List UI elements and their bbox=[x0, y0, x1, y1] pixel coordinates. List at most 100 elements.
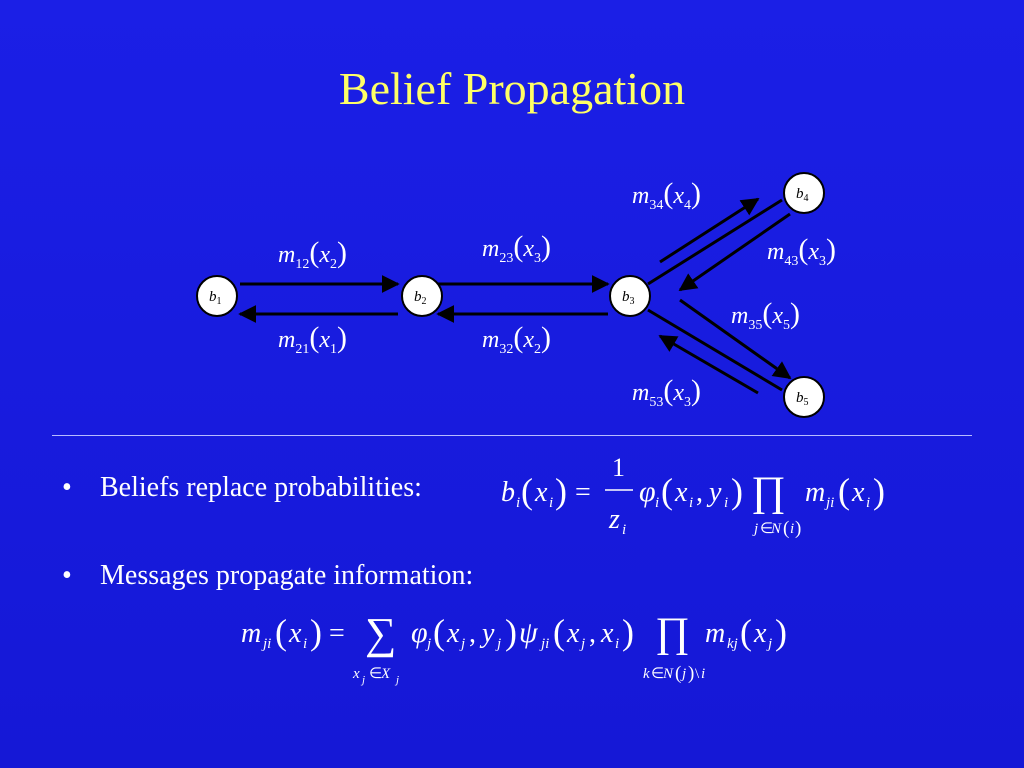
svg-text:m: m bbox=[705, 618, 725, 649]
bullet-beliefs: • Beliefs replace probabilities: bbox=[62, 472, 422, 504]
message-label-m53: m53(x3) bbox=[632, 374, 701, 410]
svg-text:i: i bbox=[549, 495, 553, 511]
svg-text:x: x bbox=[851, 477, 865, 508]
svg-text:): ) bbox=[622, 612, 634, 652]
svg-text:): ) bbox=[688, 663, 694, 684]
svg-text:x: x bbox=[534, 477, 548, 508]
svg-text:j: j bbox=[766, 636, 772, 652]
message-formula: m ji ( x i ) = ∑ x j ∈ X j φ j ( x j , y… bbox=[241, 609, 787, 686]
node-b4: b4 bbox=[783, 172, 825, 214]
svg-text:kj: kj bbox=[727, 636, 738, 652]
bullet-icon: • bbox=[62, 472, 72, 503]
svg-text:i: i bbox=[790, 521, 794, 537]
svg-text:X: X bbox=[380, 666, 391, 682]
edge-arrow-m53 bbox=[658, 334, 759, 395]
edge-line-b3-b5 bbox=[647, 308, 783, 392]
svg-text:): ) bbox=[555, 471, 567, 511]
message-label-m32: m32(x2) bbox=[482, 321, 551, 357]
svg-text:j: j bbox=[425, 636, 431, 652]
svg-text:,: , bbox=[469, 618, 476, 649]
svg-text:1: 1 bbox=[612, 453, 625, 482]
svg-text:j: j bbox=[360, 674, 365, 686]
svg-text:(: ( bbox=[675, 663, 681, 684]
message-label-m43: m43(x3) bbox=[767, 233, 836, 269]
svg-text:ji: ji bbox=[261, 636, 271, 652]
message-label-m35: m35(x5) bbox=[731, 297, 800, 333]
svg-text:y: y bbox=[479, 618, 495, 649]
svg-text:i: i bbox=[303, 636, 307, 652]
svg-text:x: x bbox=[288, 618, 302, 649]
svg-text:x: x bbox=[566, 618, 580, 649]
svg-text:(: ( bbox=[838, 471, 850, 511]
svg-text:∈: ∈ bbox=[369, 666, 382, 682]
svg-text:z: z bbox=[608, 504, 620, 535]
message-label-m34: m34(x4) bbox=[632, 177, 701, 213]
svg-text:): ) bbox=[310, 612, 322, 652]
bullet-icon: • bbox=[62, 560, 72, 591]
edge-arrow-m43 bbox=[678, 212, 791, 292]
svg-text:m: m bbox=[241, 618, 261, 649]
svg-text:m: m bbox=[805, 477, 825, 508]
svg-text:∈: ∈ bbox=[651, 666, 664, 682]
svg-text:b5: b5 bbox=[796, 390, 809, 408]
svg-text:x: x bbox=[674, 477, 688, 508]
svg-text:(: ( bbox=[661, 471, 673, 511]
svg-text:k: k bbox=[643, 666, 650, 682]
svg-text:i: i bbox=[622, 522, 626, 538]
svg-text:): ) bbox=[731, 471, 743, 511]
svg-text:=: = bbox=[575, 477, 591, 508]
svg-text:j: j bbox=[752, 521, 758, 537]
slide-title: Belief Propagation bbox=[338, 63, 686, 114]
svg-text:b3: b3 bbox=[622, 289, 635, 307]
svg-text:j: j bbox=[394, 674, 399, 686]
svg-text:j: j bbox=[459, 636, 465, 652]
svg-text:i: i bbox=[866, 495, 870, 511]
svg-text:x: x bbox=[753, 618, 767, 649]
edge-arrow-m34 bbox=[659, 197, 760, 264]
svg-text:i: i bbox=[516, 495, 520, 511]
svg-text:∏: ∏ bbox=[751, 469, 786, 515]
edge-line-b3-b4 bbox=[647, 198, 783, 286]
svg-text:ji: ji bbox=[824, 495, 834, 511]
svg-text:): ) bbox=[795, 518, 801, 539]
svg-text:i: i bbox=[701, 666, 705, 682]
section-divider bbox=[52, 435, 972, 436]
svg-text:∏: ∏ bbox=[655, 610, 690, 656]
svg-text:): ) bbox=[505, 612, 517, 652]
node-b3: b3 bbox=[609, 275, 651, 317]
belief-formula: b i ( x i ) = 1 z i φ i ( x i , y i ) ∏ … bbox=[501, 453, 885, 539]
svg-text:j: j bbox=[579, 636, 585, 652]
svg-text:(: ( bbox=[521, 471, 533, 511]
svg-text:ψ: ψ bbox=[519, 616, 539, 649]
svg-text:(: ( bbox=[275, 612, 287, 652]
svg-text:φ: φ bbox=[411, 616, 428, 649]
svg-text:): ) bbox=[775, 612, 787, 652]
svg-text:(: ( bbox=[433, 612, 445, 652]
edge-arrow-m35 bbox=[679, 298, 792, 380]
svg-text:x: x bbox=[352, 666, 360, 682]
svg-text:y: y bbox=[706, 477, 722, 508]
svg-text:j: j bbox=[495, 636, 501, 652]
bullet-text-beliefs: Beliefs replace probabilities: bbox=[100, 472, 422, 503]
message-label-m12: m12(x2) bbox=[278, 236, 347, 272]
node-b2: b2 bbox=[401, 275, 443, 317]
svg-text:=: = bbox=[329, 618, 345, 649]
message-label-m21: m21(x1) bbox=[278, 321, 347, 357]
svg-text:j: j bbox=[680, 666, 686, 682]
svg-text:i: i bbox=[655, 495, 659, 511]
bullet-messages: •Messages propagate information: bbox=[62, 560, 473, 592]
svg-text:i: i bbox=[724, 495, 728, 511]
svg-text:(: ( bbox=[553, 612, 565, 652]
svg-text:): ) bbox=[873, 471, 885, 511]
svg-text:∑: ∑ bbox=[365, 609, 396, 658]
svg-text:ji: ji bbox=[539, 636, 549, 652]
node-b5: b5 bbox=[783, 376, 825, 418]
svg-text:(: ( bbox=[740, 612, 752, 652]
node-b1: b1 bbox=[196, 275, 238, 317]
svg-text:b1: b1 bbox=[209, 289, 222, 307]
svg-text:b: b bbox=[501, 477, 515, 508]
message-label-m23: m23(x3) bbox=[482, 230, 551, 266]
svg-text:x: x bbox=[446, 618, 460, 649]
svg-text:b4: b4 bbox=[796, 186, 809, 204]
svg-text:b2: b2 bbox=[414, 289, 427, 307]
